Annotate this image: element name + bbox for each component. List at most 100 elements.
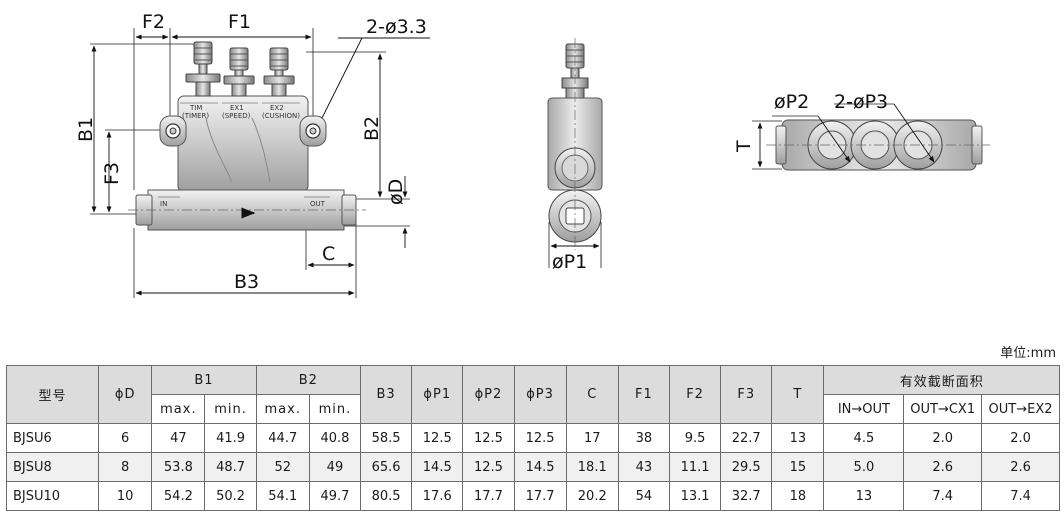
top-view xyxy=(752,103,990,171)
header-f2: F2 xyxy=(668,365,722,424)
label-valve-speed: EX1 xyxy=(230,104,244,112)
header-p2: ϕP2 xyxy=(462,365,515,424)
table-cell: 54.1 xyxy=(255,481,310,511)
table-cell-model: BJSU6 xyxy=(5,423,100,453)
table-cell: 2.6 xyxy=(903,452,983,482)
label-valve-timer-sub: (TIMER) xyxy=(182,112,209,120)
header-d: ϕD xyxy=(98,365,153,424)
table-cell: 11.1 xyxy=(668,452,722,482)
label-p3: 2-øP3 xyxy=(834,91,888,113)
front-view xyxy=(90,28,430,298)
table-cell: 17.7 xyxy=(513,481,567,511)
table-cell-model: BJSU8 xyxy=(5,452,100,482)
valve-knob-timer xyxy=(185,41,221,97)
table-cell: 49 xyxy=(308,452,362,482)
spec-table: 型号 ϕD B1 B2 B3 ϕP1 ϕP2 ϕP3 C F1 F2 F3 T … xyxy=(5,365,1060,511)
table-cell: 54.2 xyxy=(151,481,206,511)
table-cell: 12.5 xyxy=(462,423,515,453)
label-hole: 2-ø3.3 xyxy=(366,16,427,38)
header-out-ex2: OUT→EX2 xyxy=(981,394,1060,424)
label-port-in: IN xyxy=(160,200,167,208)
header-b2: B2 xyxy=(255,365,362,395)
table-cell: 2.6 xyxy=(981,452,1060,482)
table-cell: 14.5 xyxy=(513,452,567,482)
table-cell: 53.8 xyxy=(151,452,206,482)
table-cell: 54 xyxy=(617,481,671,511)
side-view xyxy=(547,38,603,268)
table-cell: 13 xyxy=(771,423,825,453)
label-valve-timer: TIM xyxy=(189,104,202,112)
table-cell: 12.5 xyxy=(462,452,515,482)
header-b1: B1 xyxy=(151,365,257,395)
label-b1: B1 xyxy=(75,117,97,142)
table-cell: 22.7 xyxy=(720,423,773,453)
mounting-hole-left xyxy=(159,115,187,147)
table-cell: 32.7 xyxy=(720,481,773,511)
table-cell: 29.5 xyxy=(720,452,773,482)
table-cell: 17.6 xyxy=(411,481,464,511)
label-valve-cushion-sub: (CUSHION) xyxy=(262,112,300,120)
label-c: C xyxy=(322,243,335,265)
table-cell: 7.4 xyxy=(903,481,983,511)
label-port-out: OUT xyxy=(310,200,326,208)
table-cell: 18.1 xyxy=(565,452,619,482)
table-cell: 13 xyxy=(823,481,905,511)
label-p1: øP1 xyxy=(552,251,587,273)
header-t: T xyxy=(771,365,825,424)
label-f1: F1 xyxy=(228,11,251,33)
table-cell: 12.5 xyxy=(411,423,464,453)
table-cell: 20.2 xyxy=(565,481,619,511)
label-f2: F2 xyxy=(142,11,165,33)
label-b2: B2 xyxy=(361,116,383,141)
table-cell: 43 xyxy=(617,452,671,482)
header-c: C xyxy=(565,365,619,424)
header-b1-max: max. xyxy=(151,394,206,424)
table-cell-model: BJSU10 xyxy=(5,481,100,511)
table-cell: 41.9 xyxy=(204,423,257,453)
table-cell: 65.6 xyxy=(360,452,413,482)
label-valve-cushion: EX2 xyxy=(270,104,284,112)
table-cell: 12.5 xyxy=(513,423,567,453)
label-valve-speed-sub: (SPEED) xyxy=(222,112,251,120)
table-cell: 17 xyxy=(565,423,619,453)
table-cell: 52 xyxy=(255,452,310,482)
table-cell: 58.5 xyxy=(360,423,413,453)
table-cell: 40.8 xyxy=(308,423,362,453)
unit-label: 单位:mm xyxy=(1000,346,1056,361)
table-cell: 5.0 xyxy=(823,452,905,482)
label-f3: F3 xyxy=(101,162,123,185)
table-cell: 10 xyxy=(98,481,153,511)
header-p3: ϕP3 xyxy=(513,365,567,424)
header-b3: B3 xyxy=(360,365,413,424)
table-cell: 13.1 xyxy=(668,481,722,511)
table-cell: 38 xyxy=(617,423,671,453)
table-cell: 8 xyxy=(98,452,153,482)
header-p1: ϕP1 xyxy=(411,365,464,424)
table-cell: 2.0 xyxy=(903,423,983,453)
table-cell: 18 xyxy=(771,481,825,511)
label-t: T xyxy=(733,140,755,153)
table-cell: 47 xyxy=(151,423,206,453)
table-cell: 9.5 xyxy=(668,423,722,453)
label-d: øD xyxy=(385,179,407,205)
table-cell: 6 xyxy=(98,423,153,453)
mounting-hole-right xyxy=(299,115,327,147)
table-cell: 7.4 xyxy=(981,481,1060,511)
valve-knob-speed xyxy=(223,47,255,97)
table-cell: 2.0 xyxy=(981,423,1060,453)
table-cell: 50.2 xyxy=(204,481,257,511)
header-effective-area: 有效截断面积 xyxy=(823,365,1060,395)
table-cell: 44.7 xyxy=(255,423,310,453)
table-cell: 15 xyxy=(771,452,825,482)
header-b1-min: min. xyxy=(204,394,257,424)
technical-drawing: F2 F1 2-ø3.3 B1 F3 B2 øD C B3 IN OUT TIM… xyxy=(75,11,990,298)
table-cell: 80.5 xyxy=(360,481,413,511)
header-b2-max: max. xyxy=(255,394,310,424)
table-cell: 17.7 xyxy=(462,481,515,511)
table-cell: 49.7 xyxy=(308,481,362,511)
label-b3: B3 xyxy=(234,271,259,293)
header-f3: F3 xyxy=(720,365,773,424)
